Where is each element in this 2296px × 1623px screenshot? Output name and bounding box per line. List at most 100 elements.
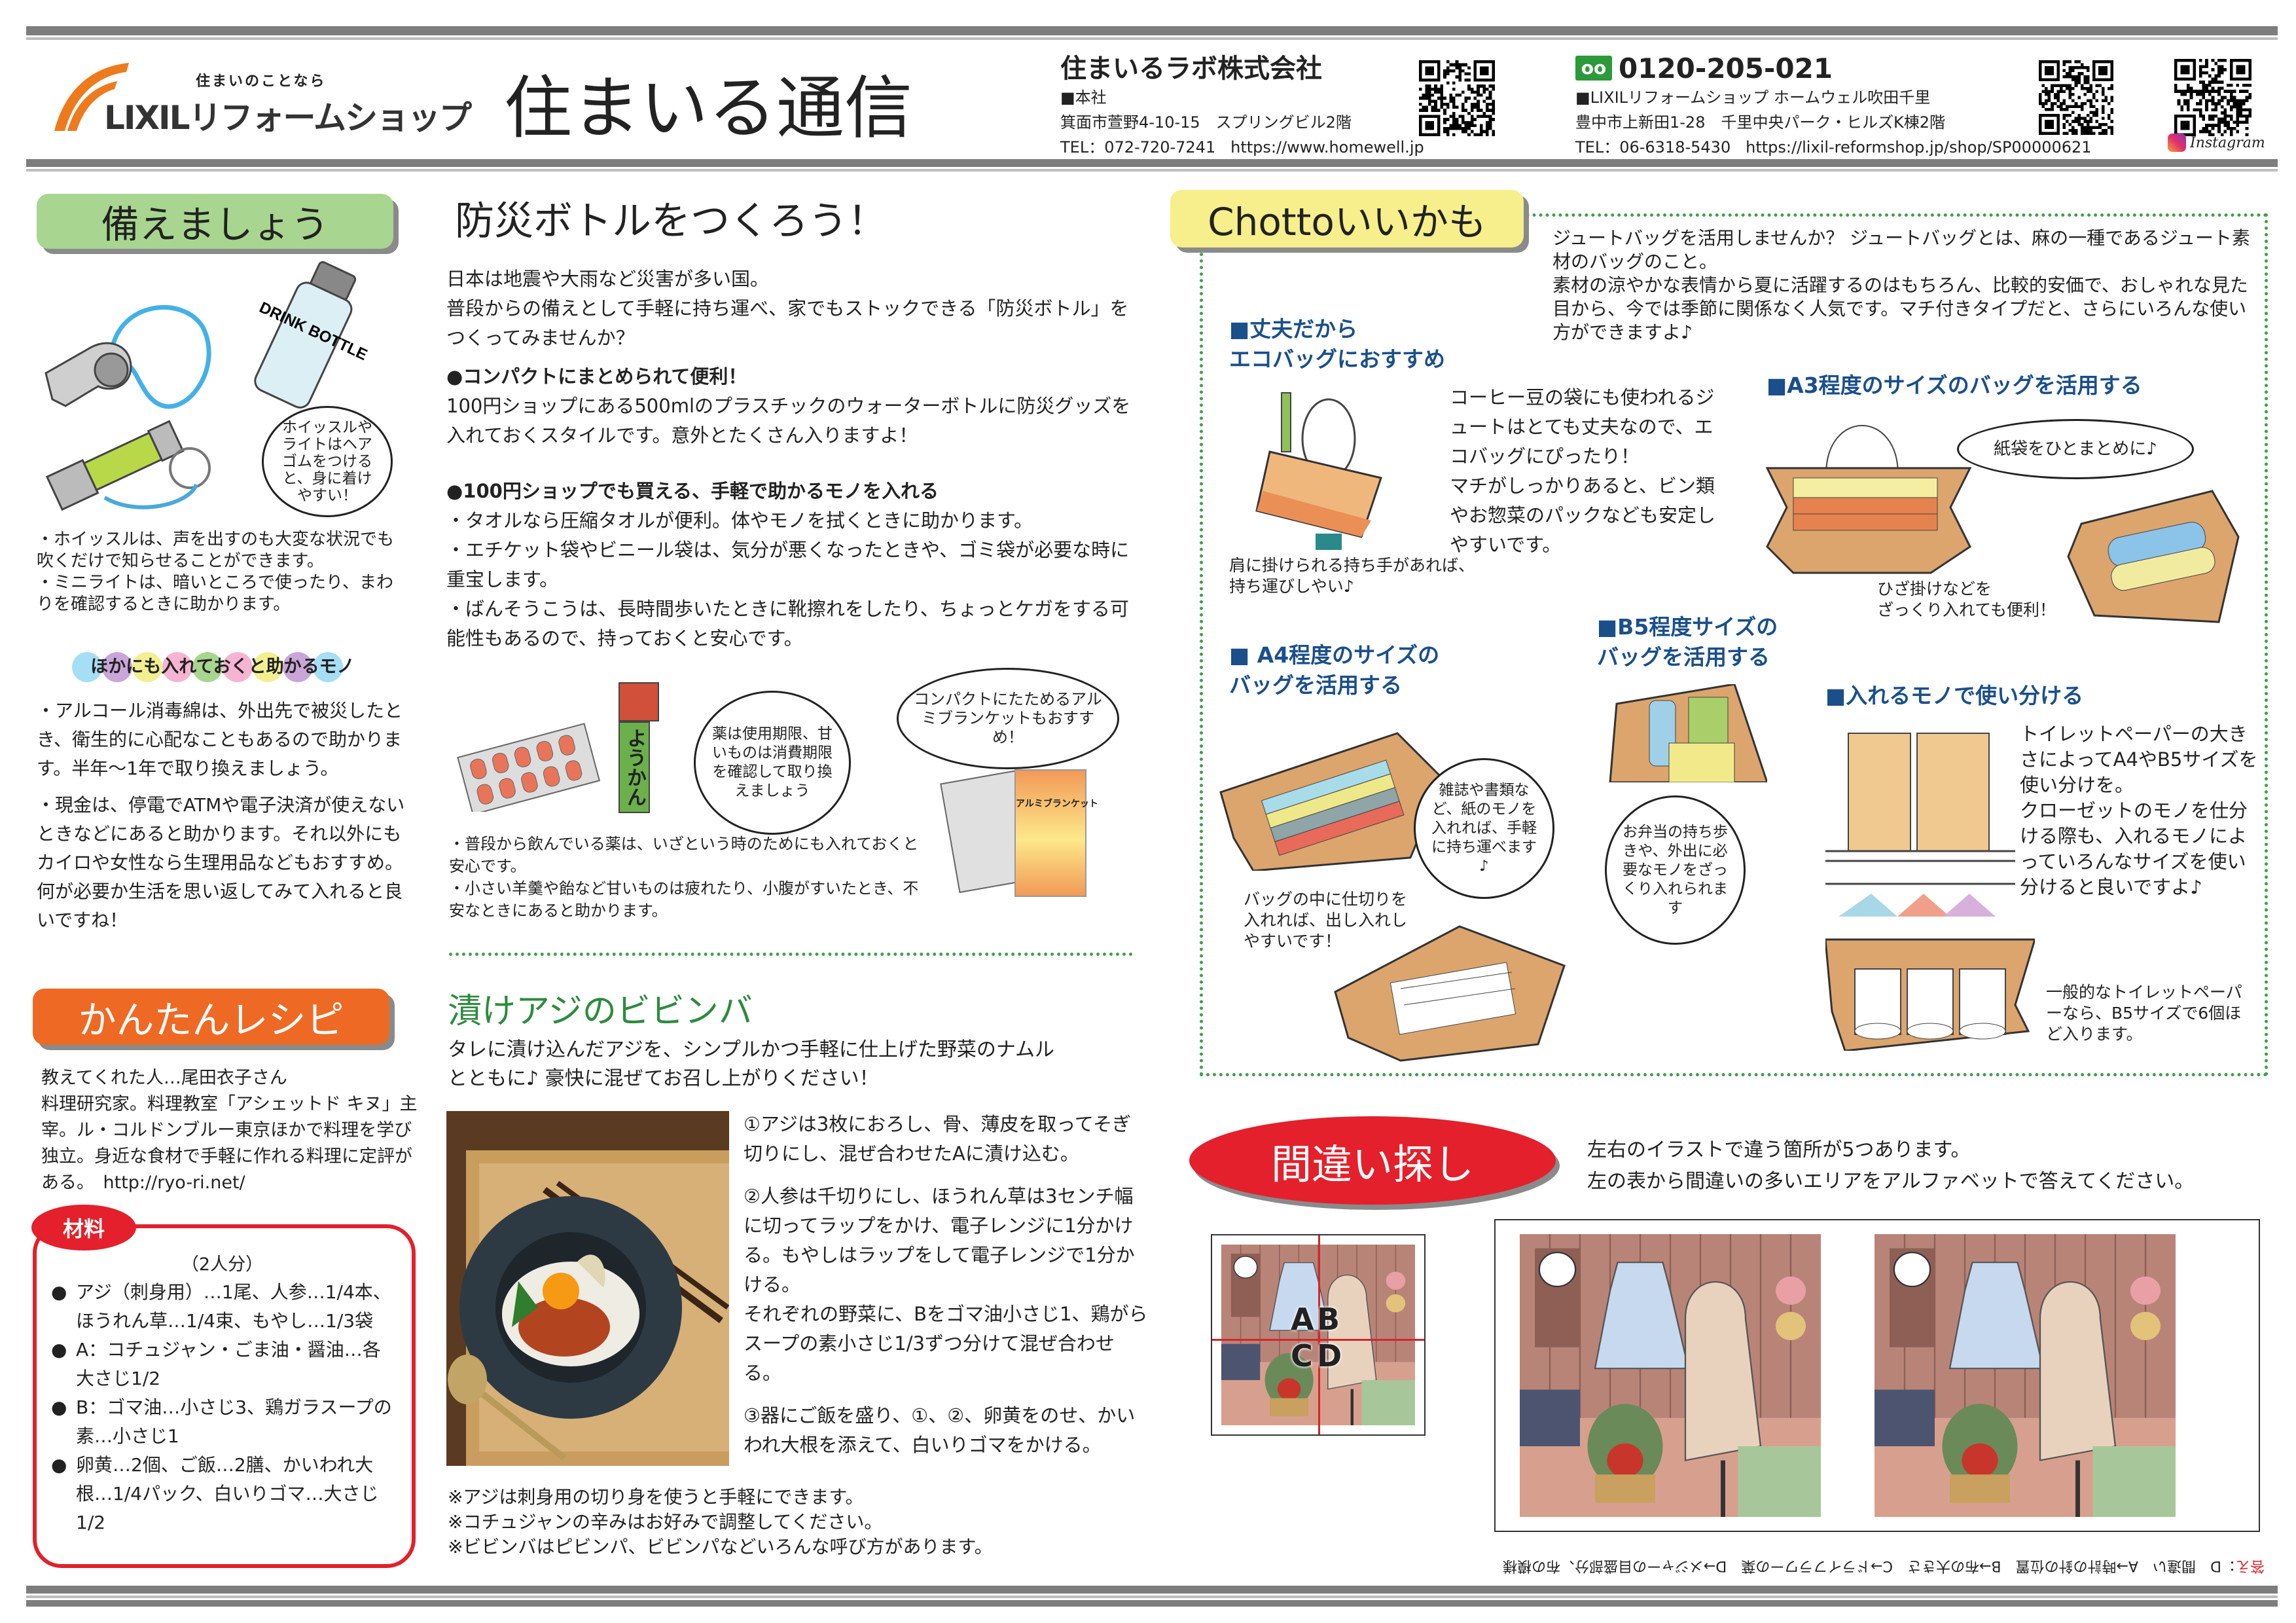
free-dial-number[interactable]: 0120-205-021 bbox=[1619, 52, 1833, 84]
yokan-label: ようかん bbox=[619, 721, 650, 813]
header-rule bbox=[26, 159, 2278, 167]
grid-label-b: B bbox=[1317, 1302, 1340, 1337]
a4-bag-illustration bbox=[1219, 732, 1444, 871]
bullet-whistle: ・ホイッスルは、声を出すのも大変な状況でも吹くだけで知らせることができます。 bbox=[37, 530, 395, 571]
puzzle-badge: 間違い探し bbox=[1189, 1116, 1556, 1205]
grid-label-c: C bbox=[1291, 1338, 1313, 1374]
whistle-icon bbox=[45, 342, 132, 407]
top-rule-thin bbox=[26, 37, 2278, 40]
grid-label-a: A bbox=[1291, 1302, 1314, 1337]
lixil-logo: 住まいのことなら LIXILリフォームショップ bbox=[52, 58, 472, 143]
puzzle-frame bbox=[1494, 1219, 2260, 1532]
answer-upside-down: 答え：D 間違い A→時計の針の位置 B→布の大きさ C→ドライフラワーの葉 D… bbox=[1503, 1556, 2265, 1575]
puzzle-image-left[interactable] bbox=[1520, 1234, 1821, 1517]
bottle-article: 日本は地震や大雨など災害が多い国。 普段からの備えとして手軽に持ち運べ、家でもス… bbox=[446, 264, 1134, 653]
prepare-badge: 備えましょう bbox=[37, 194, 393, 249]
b5-speech-bubble: お弁当の持ち歩きや、外出に必要なモノをざっくり入れられます bbox=[1605, 795, 1746, 945]
bibimbap-photo bbox=[446, 1111, 729, 1466]
list-item: ●アジ（刺身用）…1尾、人参…1/4本、ほうれん草…1/4束、もやし…1/3袋 bbox=[51, 1281, 391, 1332]
list-item: ●卵黄…2個、ご飯…2膳、かいわれ大根…1/4パック、白いりゴマ…大さじ1/2 bbox=[51, 1454, 379, 1533]
blanket-speech-bubble: コンパクトにたためるアルミブランケットもおすすめ！ bbox=[897, 668, 1119, 769]
top-rule bbox=[26, 26, 2278, 35]
b5-heading: ■B5程度サイズの バッグを活用する bbox=[1597, 614, 1778, 670]
sewing-room-illustration bbox=[1874, 1234, 2176, 1517]
answer-label: 答え bbox=[2235, 1558, 2265, 1574]
company-address: 箕面市萱野4-10-15 スプリングビル2階 bbox=[1060, 113, 1352, 132]
puzzle-image-right[interactable] bbox=[1874, 1234, 2176, 1517]
instagram-icon bbox=[2168, 134, 2186, 152]
servings: （2人分） bbox=[181, 1254, 264, 1275]
eco-heading: ■丈夫だから エコバッグにおすすめ bbox=[1229, 316, 1445, 372]
eco-bag-illustration bbox=[1255, 392, 1382, 550]
b5-bag-illustration bbox=[1609, 684, 1767, 782]
qr-code-icon bbox=[2174, 59, 2251, 136]
section-compact-heading: ●コンパクトにまとめられて便利！ bbox=[446, 365, 747, 388]
ingredients-box: （2人分） ●アジ（刺身用）…1尾、人参…1/4本、ほうれん草…1/4束、もやし… bbox=[33, 1224, 416, 1568]
bottle-title: 防災ボトルをつくろう！ bbox=[455, 198, 887, 244]
recipe-intro: 教えてくれた人…尾田衣子さん 料理研究家。料理教室「アシェットド キヌ」主宰。ル… bbox=[41, 1068, 418, 1193]
medicine-speech-bubble: 薬は使用期限、甘いものは消費期限を確認して取り換えましょう bbox=[694, 691, 851, 835]
chotto-intro: ジュートバッグを活用しませんか？ ジュートバッグとは、麻の一種であるジュート素材… bbox=[1552, 227, 2250, 343]
qr-code-icon bbox=[1419, 60, 1495, 136]
a3-caption: ひざ掛けなどを ざっくり入れても便利！ bbox=[1877, 579, 2056, 619]
a3-speech-bubble: 紙袋をひとまとめに♪ bbox=[1957, 419, 2194, 479]
blanket-label: アルミブランケット bbox=[1016, 799, 1098, 809]
use-heading: ■入れるモノで使い分ける bbox=[1825, 683, 2084, 708]
whistle-illustration bbox=[45, 305, 211, 409]
medicine-illustration bbox=[457, 723, 601, 812]
header-rule-thin bbox=[26, 169, 2278, 172]
shop-address: 豊中市上新田1-28 千里中央パーク・ヒルズK棟2階 bbox=[1575, 113, 1945, 132]
toilet-paper-bag-illustration bbox=[1825, 938, 2035, 1051]
a4-speech-bubble: 雑誌や書類など、紙のモノを入れれば、手軽に持ち運べます♪ bbox=[1414, 758, 1554, 899]
section-items-heading: ●100円ショップでも買える、手軽で助かるモノを入れる bbox=[446, 480, 939, 502]
step-3: ③器にご飯を盛り、①、②、卵黄をのせ、かいわれ大根を添えて、白いりゴマをかける。 bbox=[744, 1404, 1136, 1456]
chotto-frame bbox=[1200, 213, 2268, 1076]
shop-tel: TEL：06-6318-5430 bbox=[1575, 138, 1731, 156]
a4-caption: バッグの中に仕切りを 入れれば、出し入れし やすいです！ bbox=[1244, 890, 1408, 951]
eco-body: コーヒー豆の袋にも使われるジュートはとても丈夫なので、エコバッグにぴったり！ マ… bbox=[1450, 386, 1716, 556]
a4-bag-divider-illustration bbox=[1334, 925, 1566, 1062]
grid-label-d: D bbox=[1317, 1338, 1342, 1374]
prepare-speech-bubble: ホイッスルやライトはヘアゴムをつけると、身に着けやすい！ bbox=[262, 406, 393, 517]
footer-rule-thin bbox=[26, 1596, 2278, 1598]
recipe-badge: かんたんレシピ bbox=[33, 989, 389, 1045]
extra-heading: ほかにも入れておくと助かるモノ bbox=[72, 652, 373, 685]
puzzle-instructions: 左右のイラストで違う箇所が5つあります。 左の表から間違いの多いエリアをアルファ… bbox=[1587, 1139, 2195, 1193]
newsletter-title: 住まいる通信 bbox=[504, 68, 913, 148]
company-url-link[interactable]: https://www.homewell.jp bbox=[1230, 138, 1424, 156]
company-name: 住まいるラボ株式会社 bbox=[1060, 54, 1322, 84]
qr-code-icon bbox=[2039, 60, 2113, 135]
free-dial-icon: oo bbox=[1575, 56, 1612, 81]
use-body: トイレットペーパーの大きさによってA4やB5サイズを使い分けを。 クローゼットの… bbox=[2020, 723, 2258, 898]
ingredient-list: ●アジ（刺身用）…1尾、人参…1/4本、ほうれん草…1/4束、もやし…1/3袋 … bbox=[51, 1278, 393, 1537]
step-1: ①アジは3枚におろし、骨、薄皮を取ってそぎ切りにし、混ぜ合わせたAに漬け込む。 bbox=[744, 1113, 1131, 1165]
a3-heading: ■A3程度のサイズのバッグを活用する bbox=[1767, 373, 2142, 398]
recipe-steps: ①アジは3枚におろし、骨、薄皮を取ってそぎ切りにし、混ぜ合わせたAに漬け込む。 … bbox=[744, 1110, 1149, 1460]
shop-qr-code[interactable] bbox=[2039, 60, 2113, 135]
instagram-label[interactable]: Instagram bbox=[2168, 134, 2265, 152]
extra-item-alcohol: ・アルコール消毒綿は、外出先で被災したとき、衛生的に心配なこともあるので助かりま… bbox=[37, 700, 403, 779]
chotto-badge: Chottoいいかも bbox=[1170, 190, 1524, 247]
company-tel: TEL：072-720-7241 bbox=[1060, 138, 1216, 156]
sewing-room-illustration bbox=[1520, 1234, 1821, 1517]
instagram-qr-code[interactable] bbox=[2174, 59, 2251, 136]
shop-name: ■LIXILリフォームショップ ホームウェル吹田千里 bbox=[1575, 88, 1931, 107]
recipe-notes: ※アジは刺身用の切り身を使うと手軽にできます。 ※コチュジャンの辛みはお好みで調… bbox=[448, 1486, 993, 1558]
step-2: ②人参は千切りにし、ほうれん草は3センチ幅に切ってラップをかけ、電子レンジに1分… bbox=[744, 1185, 1148, 1384]
section-divider bbox=[449, 953, 1133, 956]
company-qr-code[interactable] bbox=[1419, 60, 1495, 136]
extra-item-cash: ・現金は、停電でATMや電子決済が使えないときなどにあると助かります。それ以外に… bbox=[37, 794, 405, 931]
footer-rule bbox=[26, 1586, 2278, 1594]
drink-bottle-illustration: DRINK BOTTLE bbox=[254, 261, 370, 409]
company-office-label: ■本社 bbox=[1060, 88, 1107, 107]
shop-url-link[interactable]: https://lixil-reformshop.jp/shop/SP00000… bbox=[1746, 138, 2092, 156]
yokan-illustration: ようかん bbox=[619, 682, 659, 813]
list-item: ●A：コチュジャン・ごま油・醤油…各大さじ1/2 bbox=[51, 1339, 381, 1389]
logo-tagline: 住まいのことなら bbox=[196, 73, 327, 90]
use-caption: 一般的なトイレットペーパーなら、B5サイズで6個ほど入ります。 bbox=[2046, 983, 2242, 1044]
footer-rule-bottom bbox=[26, 1600, 2278, 1607]
extra-items: ・アルコール消毒綿は、外出先で被災したとき、衛生的に心配なこともあるので助かりま… bbox=[37, 697, 410, 935]
recipe-title: 漬けアジのビビンバ bbox=[448, 992, 753, 1031]
a3-bag-illustration bbox=[1765, 420, 1972, 574]
